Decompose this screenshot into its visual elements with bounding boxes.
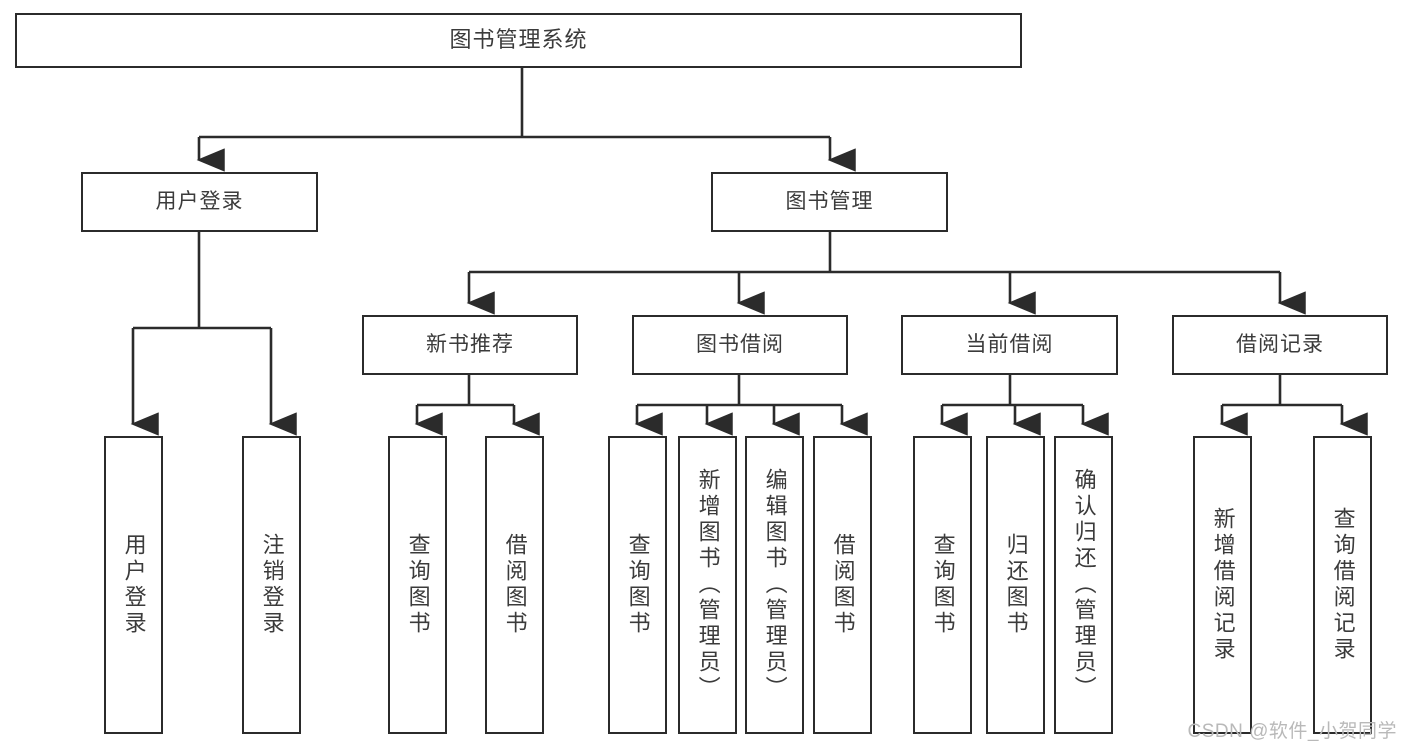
node-new-book-recommend[interactable]: 新书推荐	[362, 315, 578, 375]
leaf-user-logout[interactable]: 注销登录	[242, 436, 301, 734]
node-book-borrow[interactable]: 图书借阅	[632, 315, 848, 375]
leaf-edit-book-admin[interactable]: 编辑图书（管理员）	[745, 436, 804, 734]
node-user-login[interactable]: 用户登录	[81, 172, 318, 232]
leaf-add-book-admin-label: 新增图书（管理员）	[695, 468, 721, 702]
node-book-management-label: 图书管理	[785, 190, 874, 214]
leaf-borrow-book[interactable]: 借阅图书	[813, 436, 872, 734]
node-borrow-records[interactable]: 借阅记录	[1172, 315, 1388, 375]
leaf-edit-book-admin-label: 编辑图书（管理员）	[762, 468, 788, 702]
node-book-management[interactable]: 图书管理	[711, 172, 948, 232]
node-new-book-recommend-label: 新书推荐	[426, 333, 514, 357]
leaf-query-book-borrow-label: 查询图书	[625, 533, 651, 637]
leaf-query-borrow-record[interactable]: 查询借阅记录	[1313, 436, 1372, 734]
leaf-confirm-return-admin-label: 确认归还（管理员）	[1071, 468, 1097, 702]
leaf-query-book-borrow[interactable]: 查询图书	[608, 436, 667, 734]
leaf-add-book-admin[interactable]: 新增图书（管理员）	[678, 436, 737, 734]
leaf-borrow-book-recommend-label: 借阅图书	[502, 533, 528, 637]
leaf-add-borrow-record-label: 新增借阅记录	[1210, 507, 1236, 663]
leaf-query-book-recommend[interactable]: 查询图书	[388, 436, 447, 734]
node-root[interactable]: 图书管理系统	[15, 13, 1022, 68]
node-root-label: 图书管理系统	[449, 27, 588, 53]
leaf-add-borrow-record[interactable]: 新增借阅记录	[1193, 436, 1252, 734]
leaf-query-book-current[interactable]: 查询图书	[913, 436, 972, 734]
node-user-login-label: 用户登录	[155, 190, 244, 214]
leaf-user-login[interactable]: 用户登录	[104, 436, 163, 734]
node-book-borrow-label: 图书借阅	[696, 333, 784, 357]
leaf-query-borrow-record-label: 查询借阅记录	[1330, 507, 1356, 663]
leaf-return-book-label: 归还图书	[1003, 533, 1029, 637]
leaf-confirm-return-admin[interactable]: 确认归还（管理员）	[1054, 436, 1113, 734]
node-current-borrow[interactable]: 当前借阅	[901, 315, 1118, 375]
leaf-query-book-recommend-label: 查询图书	[405, 533, 431, 637]
leaf-user-login-label: 用户登录	[121, 533, 147, 637]
leaf-return-book[interactable]: 归还图书	[986, 436, 1045, 734]
leaf-borrow-book-label: 借阅图书	[830, 533, 856, 637]
leaf-user-logout-label: 注销登录	[259, 533, 285, 637]
node-borrow-records-label: 借阅记录	[1236, 333, 1324, 357]
leaf-borrow-book-recommend[interactable]: 借阅图书	[485, 436, 544, 734]
node-current-borrow-label: 当前借阅	[965, 333, 1054, 357]
leaf-query-book-current-label: 查询图书	[930, 533, 956, 637]
